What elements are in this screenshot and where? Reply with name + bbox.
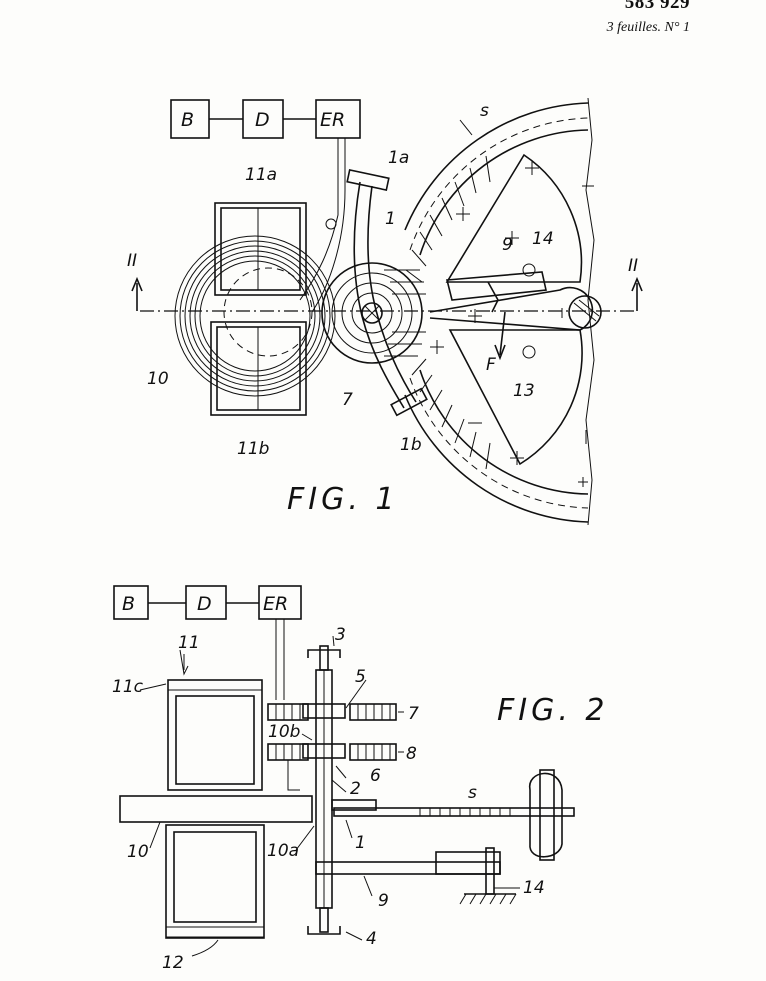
fig2-label-10a: 10a [267, 841, 299, 861]
fig2-lever-1 [331, 799, 377, 811]
fig1-section-left-text: II [127, 251, 137, 271]
fig1-core-11a [214, 202, 307, 296]
fig2-label-7: 7 [408, 704, 419, 724]
fig2-label-10: 10 [127, 842, 149, 862]
fig1-label-1a: 1a [388, 148, 409, 168]
fig1-label-1b: 1b [400, 435, 422, 455]
patent-number: 583 929 [624, 0, 690, 13]
fig1-block-d-text: D [255, 109, 270, 131]
fig1-label-14: 14 [532, 229, 554, 249]
fig1-section-right-text: II [628, 256, 638, 276]
fig1-coil-10 [174, 202, 336, 416]
fig1-label-11a: 11a [245, 165, 277, 185]
fig2-label-3: 3 [335, 625, 346, 645]
fig2-wheel-6 [302, 743, 346, 759]
fig2-label-9: 9 [378, 891, 389, 911]
fig2-pinion-8 [267, 743, 397, 791]
fig2-label-14: 14 [523, 878, 545, 898]
fig2-label-4: 4 [366, 929, 377, 949]
fig1-label-7: 7 [342, 390, 353, 410]
fig2-label-6: 6 [370, 766, 381, 786]
fig2-block-b-text: B [122, 593, 135, 615]
fig1-label-1: 1 [385, 209, 396, 229]
fig1-pinion-7 [321, 262, 426, 364]
fig2-label-12: 12 [162, 953, 184, 973]
fig2-label-s: s [468, 783, 477, 803]
fig2-label-5: 5 [355, 667, 366, 687]
fig1-control-chain: B D ER [170, 99, 361, 313]
fig2-sector-s [333, 769, 575, 861]
fig1-label-13: 13 [513, 381, 535, 401]
fig1-label-9: 9 [502, 235, 513, 255]
fig2-label-2: 2 [350, 779, 361, 799]
sheet-info: 3 feuilles. N° 1 [606, 20, 690, 35]
fig2-block-er-text: ER [263, 593, 288, 615]
figure-2: B D ER [112, 585, 609, 973]
fig1-caption: FIG. 1 [287, 482, 399, 517]
fig2-lever-9 [315, 861, 501, 875]
fig2-block-d-text: D [197, 593, 212, 615]
fig2-label-11c: 11c [112, 677, 144, 697]
fig1-pin-13 [522, 345, 536, 359]
fig2-core-12 [165, 824, 265, 939]
figure-1: B D ER [127, 97, 643, 526]
fig2-label-8: 8 [406, 744, 417, 764]
fig1-core-11b [210, 321, 307, 416]
fig2-wheel-5 [302, 703, 346, 719]
fig1-label-s: s [480, 101, 489, 121]
fig1-lever-1 [346, 169, 428, 417]
fig2-pinion-7 [267, 703, 397, 721]
fig1-lever-9 [445, 271, 547, 301]
fig2-bar-10 [119, 795, 313, 823]
fig2-core-11 [167, 679, 263, 791]
fig2-shaft-2 [302, 645, 517, 935]
fig1-label-10: 10 [147, 369, 169, 389]
fig1-label-f: F [486, 355, 496, 375]
fig1-section-line: II II [127, 251, 643, 312]
fig1-label-11b: 11b [237, 439, 269, 459]
fig1-sector-wheel-s [404, 97, 602, 526]
fig1-block-er-text: ER [320, 109, 345, 131]
fig2-caption: FIG. 2 [497, 693, 609, 728]
fig2-label-10b: 10b [268, 722, 300, 742]
fig1-pin-14 [522, 263, 536, 277]
fig1-block-b-text: B [181, 109, 194, 131]
fig2-label-1: 1 [355, 833, 366, 853]
fig2-control-chain: B D ER [113, 585, 302, 700]
fig2-label-11: 11 [178, 633, 200, 653]
